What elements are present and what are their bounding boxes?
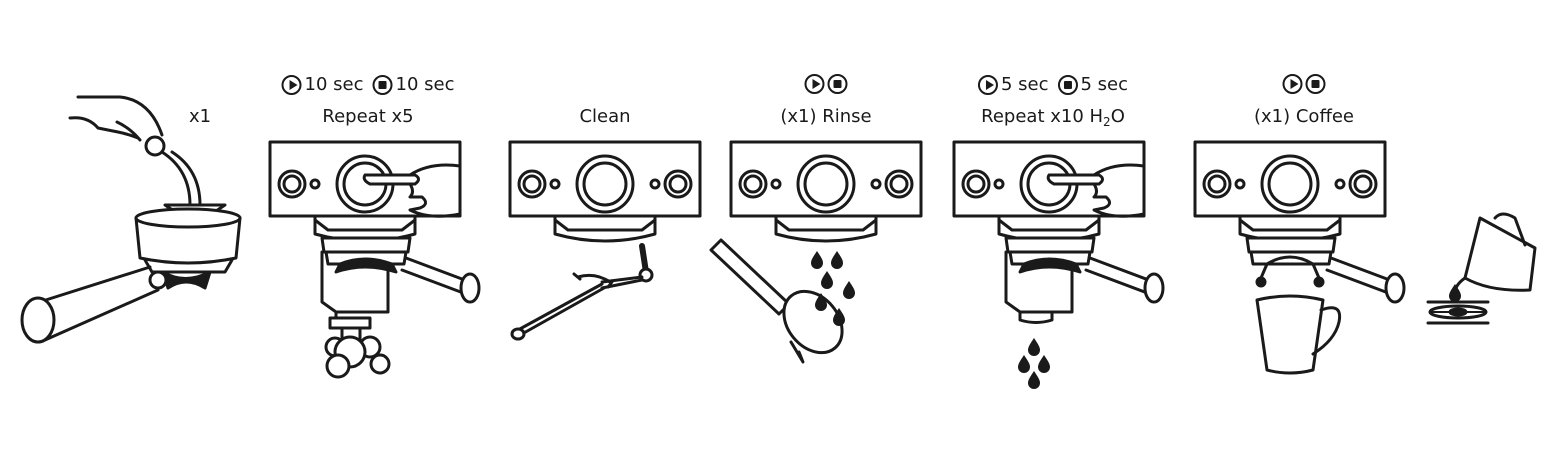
step-3-label: Clean: [579, 106, 631, 127]
step-6-illustration: [1193, 140, 1406, 375]
step-2-stop-duration: 10 sec: [395, 74, 455, 95]
stop-icon: [1057, 75, 1078, 95]
play-icon: [804, 74, 825, 94]
stop-icon: [372, 75, 393, 95]
step-2-illustration: [268, 140, 481, 379]
play-icon: [1282, 74, 1303, 94]
step-5-stop-duration: 5 sec: [1080, 74, 1129, 95]
step-5-controls: 5 sec 5 sec: [977, 74, 1129, 96]
step-4-controls: [804, 74, 848, 94]
step-5-label-end: O: [1110, 106, 1125, 127]
step-2-label: Repeat x5: [322, 106, 414, 127]
step-3-illustration: [508, 140, 702, 341]
play-icon: [977, 75, 998, 95]
step-4-label: (x1) Rinse: [780, 106, 872, 127]
step-1-illustration: [20, 95, 242, 344]
step-5-illustration: [952, 140, 1165, 391]
play-icon: [281, 75, 302, 95]
step-6-controls: [1282, 74, 1326, 94]
step-5-label-subscript: 2: [1103, 115, 1111, 129]
step-4-illustration: [709, 140, 923, 364]
step-2-controls: 10 sec 10 sec: [281, 74, 455, 96]
stop-icon: [1305, 74, 1326, 94]
step-6-label: (x1) Coffee: [1253, 106, 1355, 127]
stop-icon: [827, 74, 848, 94]
step-5-label: Repeat x10 H2O: [981, 106, 1125, 133]
step-1-label: x1: [188, 106, 212, 127]
step-2-play-duration: 10 sec: [304, 74, 364, 95]
step-7-illustration: [1426, 212, 1537, 325]
step-5-play-duration: 5 sec: [1000, 74, 1049, 95]
step-5-label-text: Repeat x10 H: [981, 106, 1104, 127]
